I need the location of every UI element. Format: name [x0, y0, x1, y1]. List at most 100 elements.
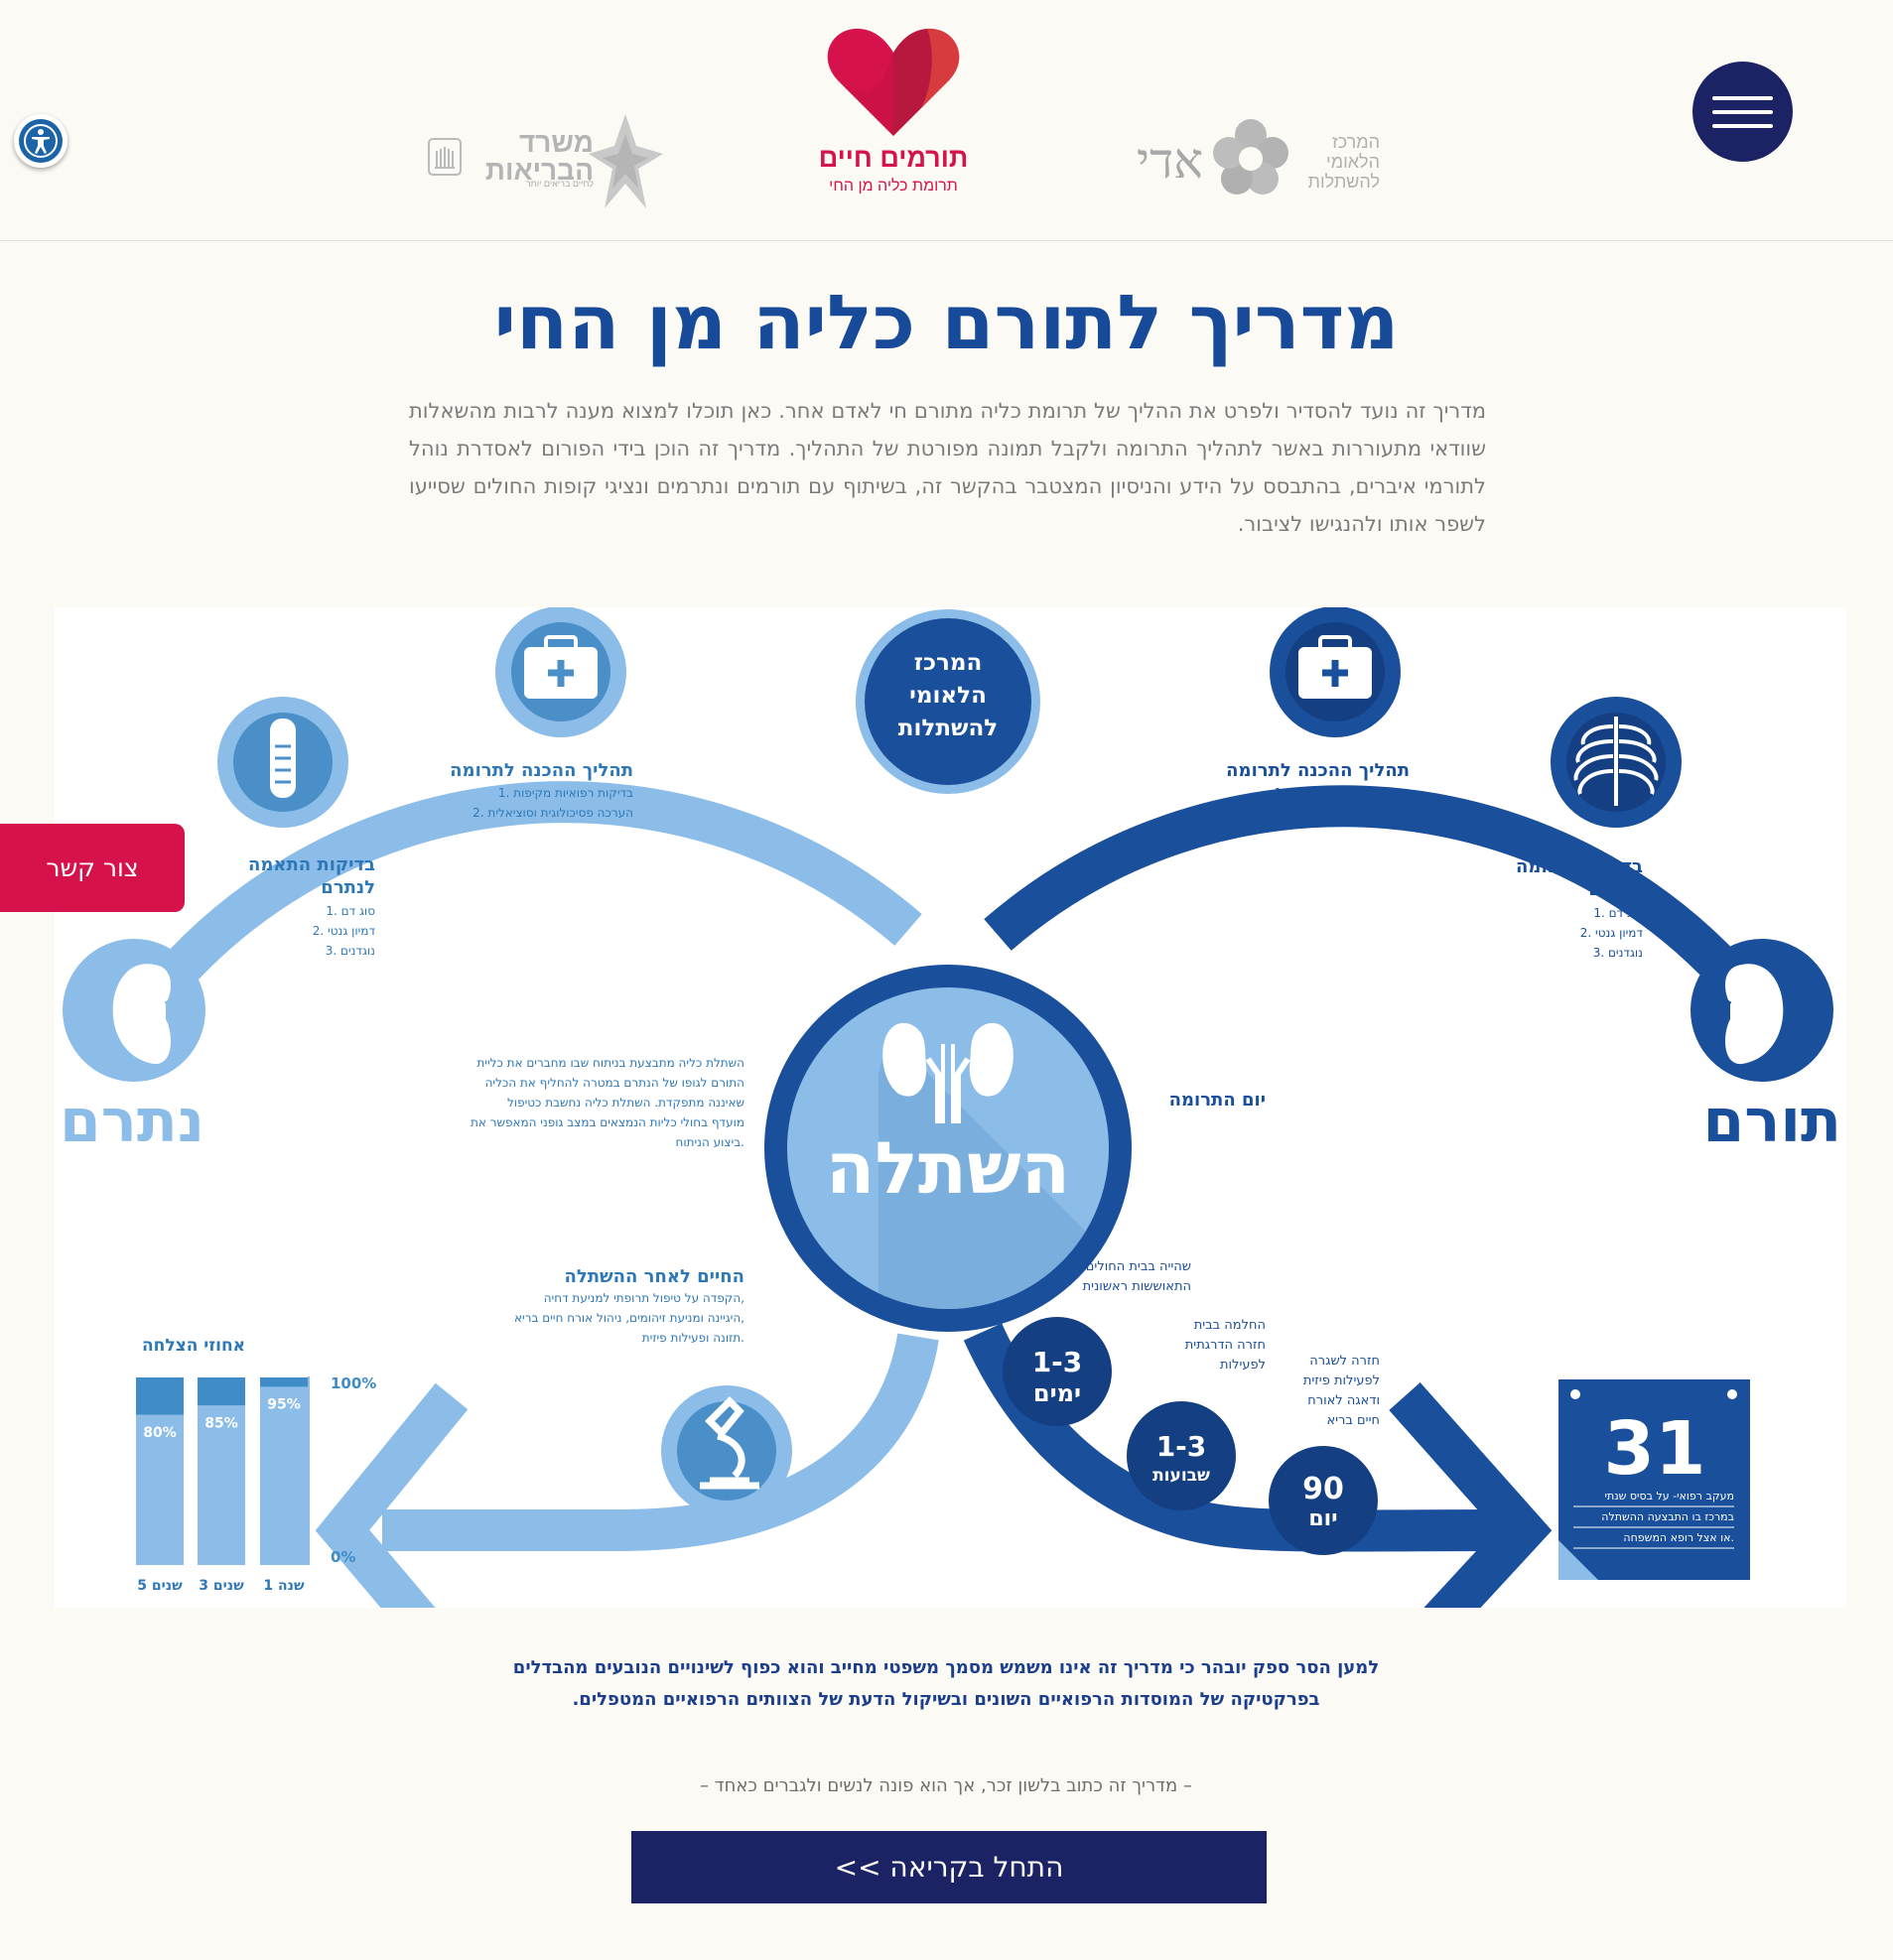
bar-value-label: 95% — [267, 1396, 301, 1412]
accessibility-button[interactable] — [14, 114, 68, 168]
adi-subtitle: המרכז הלאומי להשתלות — [1307, 132, 1380, 192]
recipient-microscope-node[interactable] — [661, 1385, 792, 1516]
logo-title: תורמים חיים — [818, 143, 969, 173]
days-node[interactable]: 1-3 ימים — [1003, 1317, 1112, 1426]
bar-value-label: 80% — [143, 1425, 177, 1441]
badge-line-3: להשתלות — [898, 716, 998, 741]
after-transplant-item: היגיינה ומניעת זיהומים, ניהול אורח חיים … — [514, 1311, 744, 1325]
heart-logo-icon — [827, 28, 960, 137]
transplant-desc-line: מועדף בחולי כליות הנמצאים במצב גופני המא… — [471, 1115, 744, 1129]
ytick-top: 100% — [331, 1374, 376, 1392]
donor-prep-title: תהליך ההכנה לתרומה — [1226, 760, 1410, 781]
days-number: 1-3 — [1032, 1346, 1083, 1378]
menu-line — [1712, 124, 1773, 128]
flower-icon — [1213, 119, 1288, 195]
days-unit: ימים — [1033, 1379, 1081, 1407]
logo-subtitle: תרומת כליה מן החי — [829, 178, 958, 195]
recovery-line: חזרה הדרגתית — [1185, 1338, 1266, 1353]
kidneys-icon — [882, 1022, 1014, 1123]
menu-line — [1712, 110, 1773, 114]
ninety-days-node[interactable]: 90 יום — [1269, 1446, 1378, 1555]
donor-match-item-3: 3. נוגדנים — [1593, 946, 1643, 960]
kidney-icon — [1725, 964, 1784, 1065]
contact-tab[interactable]: צור קשר — [0, 824, 185, 912]
chart-title: אחוזי הצלחה — [142, 1336, 245, 1356]
start-reading-button[interactable]: התחל בקריאה >> — [631, 1831, 1267, 1903]
bar — [198, 1405, 245, 1565]
living-donors-logo[interactable]: תורמים חיים תרומת כליה מן החי — [804, 25, 983, 213]
donor-match-item-1: 1. סוג דם — [1593, 906, 1643, 920]
category-label: 5 שנים — [137, 1578, 183, 1594]
microscope-icon — [700, 1396, 759, 1490]
transplant-desc-line: התורם לגופו של הנתרם במטרה להחליף את הכל… — [485, 1076, 744, 1090]
national-center-badge-inner — [865, 618, 1031, 785]
hospital-stay-line: שהייה בבית החולים — [1086, 1259, 1191, 1274]
recovery-line: לפעילות — [1220, 1358, 1266, 1372]
ninety-number: 90 — [1302, 1472, 1344, 1506]
transplant-label: השתלה — [826, 1126, 1070, 1210]
donor-arrow-icon — [1389, 1382, 1553, 1608]
donor-match-item-2: 2. דמיון גנטי — [1580, 926, 1644, 940]
donor-arc — [984, 785, 1771, 1018]
badge-line-1: המרכז — [914, 650, 983, 676]
adi-logo[interactable]: אדי המרכז הלאומי להשתלות — [1137, 114, 1380, 203]
hospital-stay-line: התאוששות ראשונית — [1083, 1279, 1191, 1294]
calendar-text-line: או אצל רופא המשפחה. — [1623, 1531, 1734, 1544]
ministry-of-health-logo[interactable]: משרד הבריאות לחיים בריאים יותר — [425, 109, 663, 208]
donor-match-title-1: בדיקות התאמה — [1516, 856, 1643, 877]
donor-kidney-node[interactable] — [1690, 939, 1833, 1082]
routine-line: ודאגה לאורח — [1307, 1393, 1380, 1408]
recovery-line: החלמה בבית — [1194, 1318, 1266, 1333]
routine-line: חזרה לשגרה — [1309, 1354, 1380, 1369]
donation-day-label: יום התרומה — [1169, 1090, 1266, 1111]
kidney-icon — [112, 964, 171, 1065]
ribcage-icon — [1573, 717, 1659, 806]
gender-note: – מדריך זה כתוב בלשון זכר, אך הוא פונה ל… — [700, 1775, 1192, 1796]
ministry-star-icon — [589, 114, 663, 208]
menu-line — [1712, 96, 1773, 100]
adi-name: אדי — [1137, 133, 1204, 189]
donor-match-node[interactable] — [1551, 697, 1682, 828]
recipient-prep-item-1: 1. בדיקות רפואיות מקיפות — [498, 786, 633, 800]
ytick-bottom: 0% — [331, 1548, 355, 1566]
recipient-match-item-3: 3. נוגדנים — [326, 944, 375, 958]
transplant-desc-line: שאיננה מתפקדת. השתלת כליה נחשבת כטיפול — [507, 1096, 744, 1110]
bar-remainder — [136, 1377, 184, 1415]
calendar-icon — [1558, 1379, 1750, 1580]
after-transplant-item: הקפדה על טיפול תרופתי למניעת דחיה, — [544, 1291, 744, 1305]
weeks-node[interactable]: 1-3 שבועות — [1127, 1401, 1236, 1510]
recipient-match-node[interactable] — [217, 697, 348, 828]
intro-paragraph: מדריך זה נועד להסדיר ולפרט את ההליך של ת… — [409, 399, 1486, 536]
donor-prep-node[interactable] — [1270, 607, 1401, 737]
accessibility-icon — [19, 119, 63, 163]
recipient-match-title-1: בדיקות התאמה — [248, 854, 375, 875]
transplant-desc-line: ביצוע הניתוח. — [676, 1135, 745, 1149]
recipient-prep-node[interactable] — [495, 607, 626, 737]
transplant-desc-line: השתלת כליה מתבצעת בניתוח שבו מחברים את כ… — [476, 1056, 744, 1070]
weeks-unit: שבועות — [1152, 1466, 1210, 1486]
success-rate-chart: אחוזי הצלחה 100% 0% 95%שנה 185%3 שנים80%… — [136, 1336, 376, 1594]
bar — [260, 1386, 308, 1565]
bar-value-label: 85% — [204, 1415, 238, 1431]
hamburger-icon[interactable] — [1692, 62, 1793, 162]
routine-line: לפעילות פיזית — [1303, 1373, 1380, 1388]
donor-label: תורם — [1703, 1087, 1841, 1156]
bar-remainder — [198, 1377, 245, 1406]
donor-match-title-2: לנתרם — [1588, 879, 1643, 900]
weeks-number: 1-3 — [1156, 1430, 1207, 1463]
bar-remainder — [260, 1377, 308, 1387]
calendar-text-line: במרכז בו התבצעה ההשתלה — [1601, 1510, 1734, 1523]
recipient-kidney-node[interactable] — [63, 939, 205, 1082]
calendar-text-line: מעקב רפואי- על בסיס שנתי — [1605, 1490, 1735, 1503]
badge-line-2: הלאומי — [909, 683, 987, 709]
infographic-canvas: השתלה המרכז הלאומי להשתלות — [60, 607, 1841, 1608]
category-label: שנה 1 — [263, 1578, 305, 1594]
site-header: תורמים חיים תרומת כליה מן החי משרד הבריא… — [0, 0, 1893, 241]
recipient-prep-item-2: 2. הערכה פסיכולוגית וסוציאלית — [473, 806, 633, 820]
after-transplant-title: החיים לאחר ההשתלה — [564, 1266, 744, 1287]
donor-prep-item-1: 1. בדיקות רפואיות מקיפות — [1275, 786, 1410, 800]
ministry-tagline: לחיים בריאים יותר — [525, 179, 594, 189]
calendar-card[interactable]: 31 מעקב רפואי- על בסיס שנתי במרכז בו התב… — [1558, 1379, 1750, 1580]
recipient-match-item-1: 1. סוג דם — [326, 904, 375, 918]
